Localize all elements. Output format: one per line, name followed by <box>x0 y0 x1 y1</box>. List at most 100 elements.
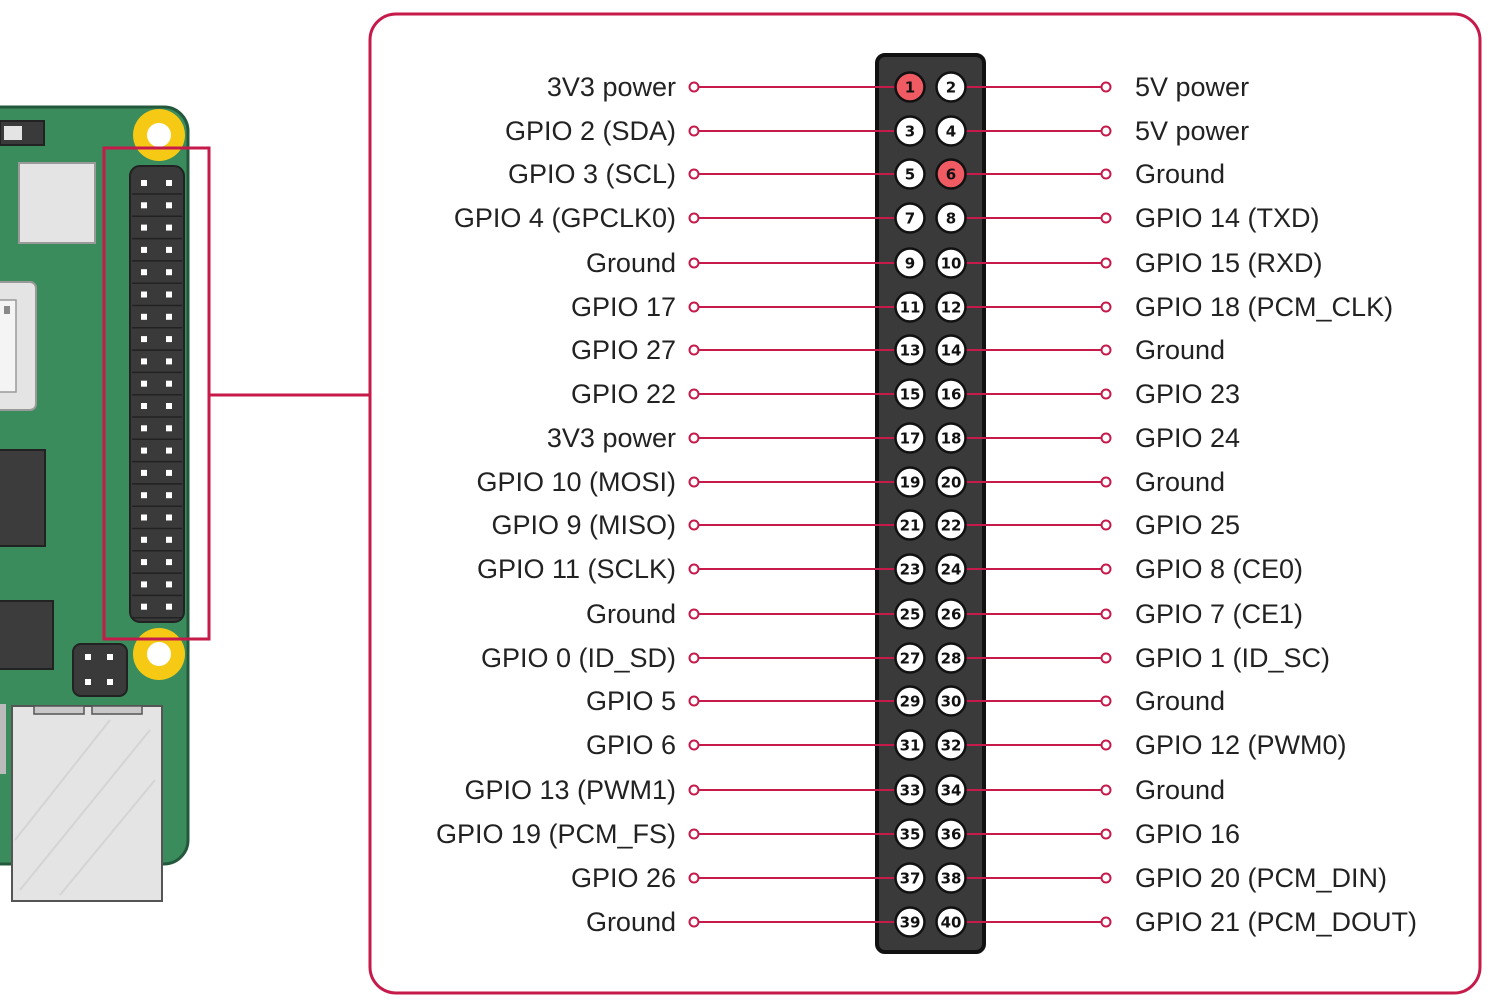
board-header-pin <box>166 403 172 409</box>
pin-row: GPIO 0 (ID_SD) GPIO 1 (ID_SC) 27 28 <box>481 642 1330 674</box>
pin-25-circle <box>894 598 926 630</box>
pin-number: 35 <box>900 826 921 844</box>
leader-end-dot <box>688 125 700 137</box>
pin-40-circle <box>935 906 967 938</box>
pin-label-left: Ground <box>586 907 676 937</box>
pin-label-right: GPIO 8 (CE0) <box>1135 554 1303 584</box>
pin-number: 24 <box>941 561 962 579</box>
pin-number: 38 <box>941 870 962 888</box>
pin-label-left: GPIO 26 <box>571 863 676 893</box>
board-header-pin <box>166 380 172 387</box>
pin-number: 36 <box>941 826 962 844</box>
pin-label-right: GPIO 20 (PCM_DIN) <box>1135 863 1387 893</box>
pin-number: 28 <box>941 650 962 668</box>
board-header-pin <box>141 202 147 209</box>
pin-number: 10 <box>941 255 962 273</box>
board-header-pin <box>166 291 172 298</box>
board-header-pin <box>141 358 147 365</box>
leader-end-dot <box>1100 432 1112 444</box>
pin-label-left: GPIO 13 (PWM1) <box>464 775 676 805</box>
pin-10-circle <box>935 247 967 279</box>
pin-label-left: GPIO 11 (SCLK) <box>477 554 676 584</box>
leader-end-dot <box>1100 563 1112 575</box>
pin-12-circle <box>935 291 967 323</box>
pin-number: 5 <box>905 166 915 184</box>
pin-row: GPIO 26 GPIO 20 (PCM_DIN) 37 38 <box>571 862 1387 894</box>
pin-26-circle <box>935 598 967 630</box>
leader-end-dot <box>688 301 700 313</box>
board-header-pin <box>141 581 147 588</box>
pin-15-circle <box>894 378 926 410</box>
pin-39-circle <box>894 906 926 938</box>
pin-number: 27 <box>900 650 921 668</box>
board-header-pin <box>141 536 147 543</box>
leader-end-dot <box>1100 125 1112 137</box>
pin-5-circle <box>894 158 926 190</box>
board-header-pin <box>141 380 147 387</box>
leader-end-dot <box>1100 344 1112 356</box>
pin-label-right: GPIO 7 (CE1) <box>1135 599 1303 629</box>
pin-number: 29 <box>900 693 921 711</box>
pin-number: 37 <box>900 870 921 888</box>
pin-number: 12 <box>941 299 962 317</box>
pin-number: 40 <box>941 914 962 932</box>
board-chip-2 <box>0 600 54 670</box>
pin-number: 14 <box>941 342 962 360</box>
board-header-pin <box>141 447 147 454</box>
pin-label-left: GPIO 9 (MISO) <box>491 510 676 540</box>
pin-label-right: GPIO 1 (ID_SC) <box>1135 643 1330 673</box>
pin-label-left: GPIO 4 (GPCLK0) <box>454 203 676 233</box>
pin-label-left: GPIO 19 (PCM_FS) <box>436 819 676 849</box>
pin-6-circle <box>935 158 967 190</box>
pin-34-circle <box>935 774 967 806</box>
pin-33-circle <box>894 774 926 806</box>
leader-end-dot <box>1100 212 1112 224</box>
leader-end-dot <box>1100 301 1112 313</box>
board-component <box>18 162 96 244</box>
pin-21-circle <box>894 509 926 541</box>
pin-number: 16 <box>941 386 962 404</box>
board-header-pin <box>166 536 172 543</box>
pin-number: 13 <box>900 342 921 360</box>
pin-label-right: 5V power <box>1135 72 1249 102</box>
pin-number: 17 <box>900 430 921 448</box>
pin-31-circle <box>894 729 926 761</box>
pin-number: 1 <box>905 79 915 97</box>
pin-number: 3 <box>905 123 915 141</box>
board-header-pin <box>166 447 172 454</box>
leader-end-dot <box>688 608 700 620</box>
pin-number: 6 <box>946 166 956 184</box>
board-header-pin <box>166 514 172 521</box>
pin-37-circle <box>894 862 926 894</box>
pin-number: 11 <box>900 299 921 317</box>
board-header-pin <box>141 559 147 566</box>
pin-label-left: 3V3 power <box>547 72 676 102</box>
pin-23-circle <box>894 553 926 585</box>
pin-label-right: GPIO 16 <box>1135 819 1240 849</box>
leader-end-dot <box>1100 168 1112 180</box>
pin-14-circle <box>935 334 967 366</box>
leader-end-dot <box>688 388 700 400</box>
pin-label-right: 5V power <box>1135 116 1249 146</box>
board-header-pin <box>166 313 172 320</box>
pin-number: 9 <box>905 255 915 273</box>
pin-7-circle <box>894 202 926 234</box>
leader-end-dot <box>688 563 700 575</box>
pin-number: 19 <box>900 474 921 492</box>
board-header-pin <box>166 224 172 231</box>
pin-label-left: GPIO 0 (ID_SD) <box>481 643 676 673</box>
pin-number: 23 <box>900 561 921 579</box>
pin-number: 30 <box>941 693 962 711</box>
pin-24-circle <box>935 553 967 585</box>
pin-2-circle <box>935 71 967 103</box>
pin-label-right: Ground <box>1135 775 1225 805</box>
